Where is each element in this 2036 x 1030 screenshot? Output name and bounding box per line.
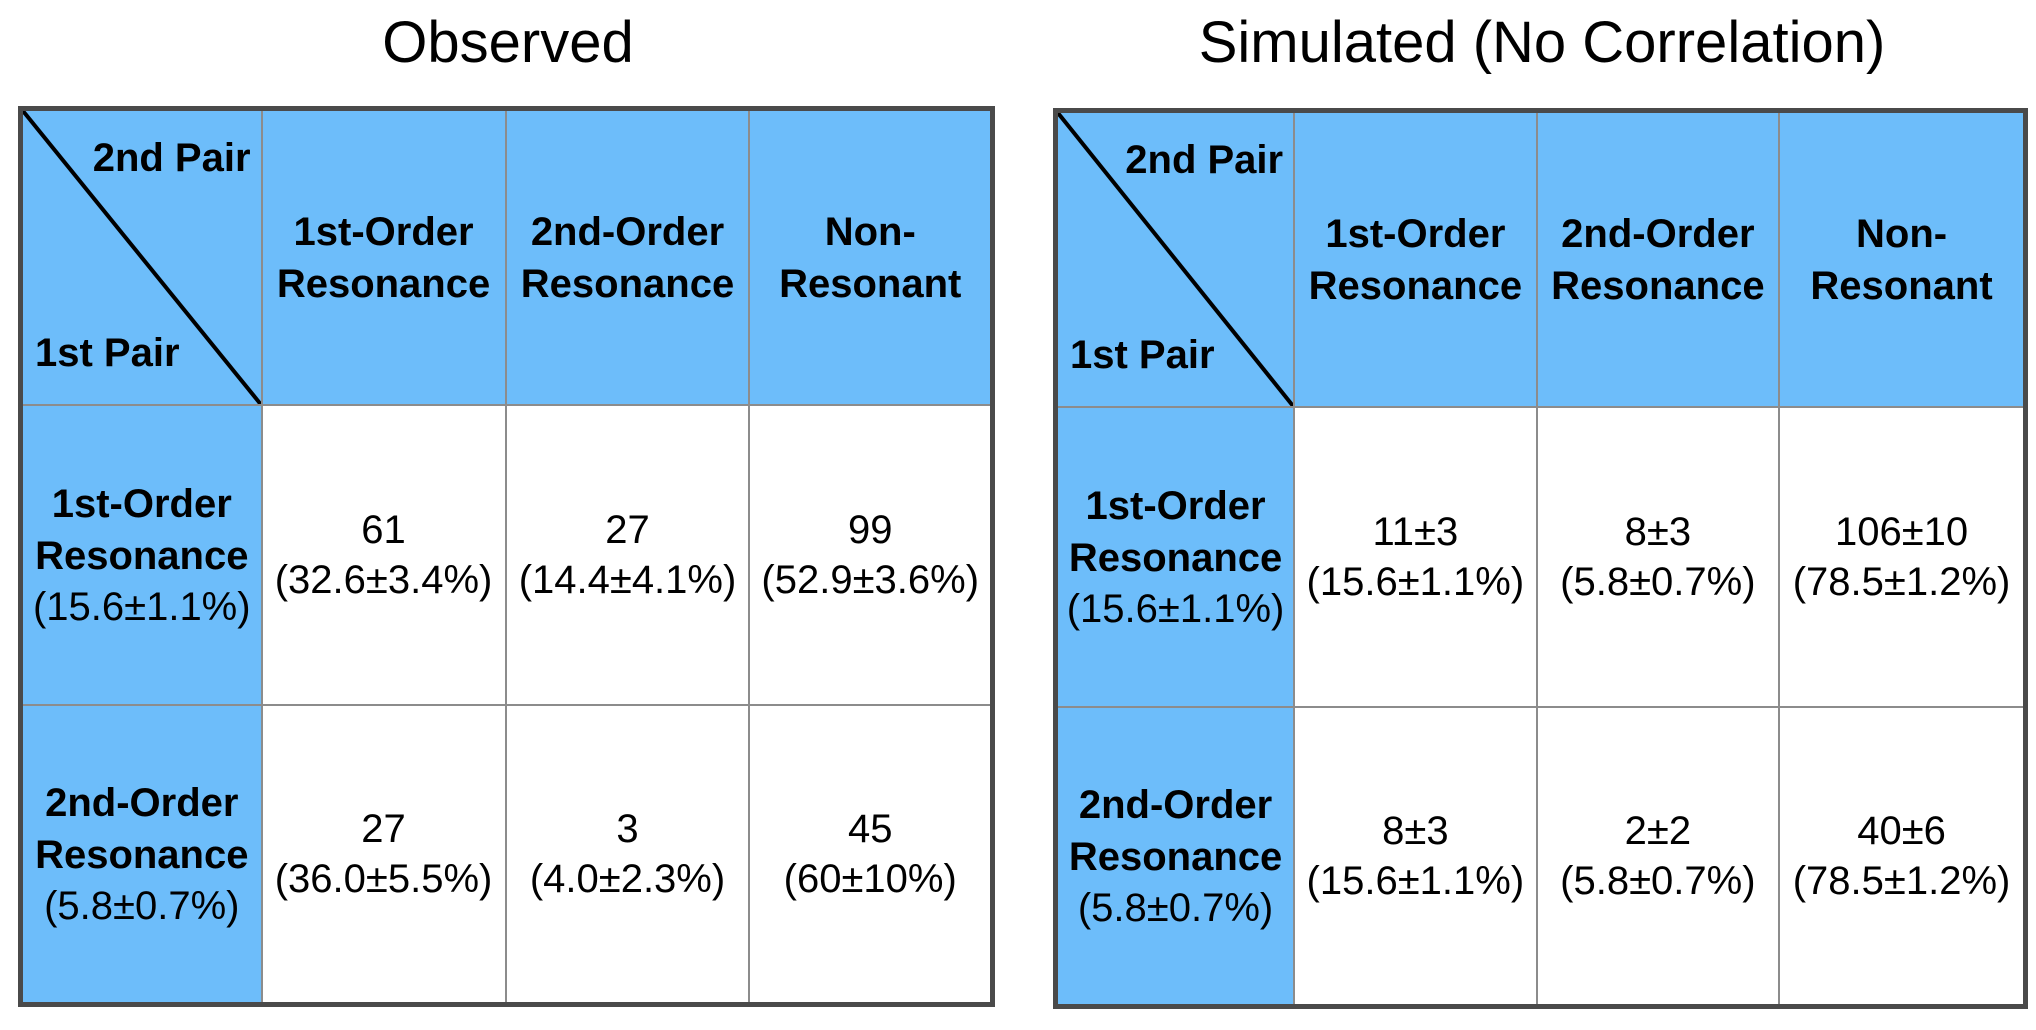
row-header-line2: Resonance (35, 534, 249, 579)
col-header-second-order: 2nd-Order Resonance (504, 107, 751, 407)
observed-title: Observed (382, 10, 634, 75)
cell-count: 40±6 (1857, 809, 1946, 854)
col-header-line1: 1st-Order (1325, 211, 1506, 256)
observed-table: 2nd Pair 1st Pair 1st-Order Resonance 2n… (18, 106, 995, 1007)
table-cell: 27 (36.0±5.5%) (260, 704, 507, 1006)
table-cell: 99 (52.9±3.6%) (748, 404, 994, 707)
cell-count: 61 (361, 508, 406, 553)
cell-count: 45 (847, 807, 893, 852)
row-header-line2: Resonance (1068, 835, 1283, 880)
table-cell: 3 (4.0±2.3%) (504, 704, 751, 1006)
corner-row-label: 1st Pair (35, 331, 180, 376)
row-header-second-order: 2nd-Order Resonance (5.8±0.7%) (1054, 706, 1296, 1008)
table-cell: 11±3 (15.6±1.1%) (1293, 406, 1538, 709)
row-header-second-order: 2nd-Order Resonance (5.8±0.7%) (19, 704, 263, 1006)
col-header-non-resonant: Non- Resonant (1778, 109, 2027, 409)
cell-count: 8±3 (1382, 809, 1449, 854)
diagonal-divider (23, 111, 261, 404)
row-header-first-order: 1st-Order Resonance (15.6±1.1%) (19, 404, 263, 707)
col-header-second-order: 2nd-Order Resonance (1535, 109, 1781, 409)
cell-count: 106±10 (1834, 510, 1969, 555)
cell-pct: (15.6±1.1%) (1306, 859, 1525, 904)
diagonal-divider (1058, 113, 1293, 406)
col-header-line1: 2nd-Order (1561, 211, 1755, 256)
col-header-line2: Resonant (779, 261, 962, 306)
table-cell: 106±10 (78.5±1.2%) (1778, 406, 2027, 709)
row-header-pct: (5.8±0.7%) (44, 884, 240, 929)
row-header-line1: 2nd-Order (1078, 783, 1273, 828)
col-header-line2: Resonance (1308, 263, 1523, 308)
corner-col-label: 2nd Pair (92, 136, 251, 180)
cell-count: 11±3 (1372, 510, 1459, 555)
cell-count: 8±3 (1624, 510, 1692, 555)
corner-header: 2nd Pair 1st Pair (1054, 109, 1296, 409)
col-header-line1: 1st-Order (293, 209, 474, 254)
cell-pct: (32.6±3.4%) (274, 558, 493, 603)
row-header-line1: 2nd-Order (45, 781, 239, 826)
cell-count: 27 (361, 807, 406, 852)
row-header-line2: Resonance (1068, 536, 1283, 581)
cell-pct: (4.0±2.3%) (529, 857, 726, 902)
col-header-line2: Resonance (520, 261, 735, 306)
cell-pct: (78.5±1.2%) (1792, 560, 2011, 605)
col-header-line2: Resonant (1810, 263, 1993, 308)
col-header-line1: Non- (824, 209, 916, 254)
table-cell: 45 (60±10%) (748, 704, 994, 1006)
col-header-non-resonant: Non- Resonant (748, 107, 994, 407)
table-cell: 8±3 (15.6±1.1%) (1293, 706, 1538, 1008)
cell-pct: (52.9±3.6%) (761, 558, 980, 603)
row-header-pct: (15.6±1.1%) (32, 585, 251, 630)
cell-count: 27 (605, 508, 650, 553)
cell-pct: (15.6±1.1%) (1306, 560, 1525, 605)
cell-count: 3 (616, 807, 639, 852)
table-cell: 2±2 (5.8±0.7%) (1535, 706, 1781, 1008)
row-header-first-order: 1st-Order Resonance (15.6±1.1%) (1054, 406, 1296, 709)
col-header-line1: 2nd-Order (530, 209, 725, 254)
row-header-line2: Resonance (35, 833, 249, 878)
corner-header: 2nd Pair 1st Pair (19, 107, 263, 407)
col-header-first-order: 1st-Order Resonance (260, 107, 507, 407)
table-cell: 27 (14.4±4.1%) (504, 404, 751, 707)
corner-row-label: 1st Pair (1070, 333, 1215, 378)
col-header-line2: Resonance (276, 261, 491, 306)
cell-count: 99 (847, 508, 893, 553)
row-header-pct: (5.8±0.7%) (1077, 886, 1274, 931)
simulated-table: 2nd Pair 1st Pair 1st-Order Resonance 2n… (1053, 108, 2028, 1009)
cell-count: 2±2 (1624, 809, 1692, 854)
col-header-first-order: 1st-Order Resonance (1293, 109, 1538, 409)
cell-pct: (14.4±4.1%) (518, 558, 737, 603)
cell-pct: (5.8±0.7%) (1560, 560, 1756, 605)
simulated-title: Simulated (No Correlation) (1198, 10, 1886, 75)
row-header-line1: 1st-Order (1085, 484, 1266, 529)
col-header-line2: Resonance (1551, 263, 1765, 308)
col-header-line1: Non- (1856, 211, 1948, 256)
row-header-line1: 1st-Order (51, 482, 232, 527)
cell-pct: (36.0±5.5%) (274, 857, 493, 902)
table-cell: 8±3 (5.8±0.7%) (1535, 406, 1781, 709)
cell-pct: (5.8±0.7%) (1560, 859, 1756, 904)
cell-pct: (60±10%) (783, 857, 957, 902)
corner-col-label: 2nd Pair (1125, 138, 1284, 182)
cell-pct: (78.5±1.2%) (1792, 859, 2011, 904)
row-header-pct: (15.6±1.1%) (1066, 587, 1285, 632)
table-cell: 61 (32.6±3.4%) (260, 404, 507, 707)
table-cell: 40±6 (78.5±1.2%) (1778, 706, 2027, 1008)
